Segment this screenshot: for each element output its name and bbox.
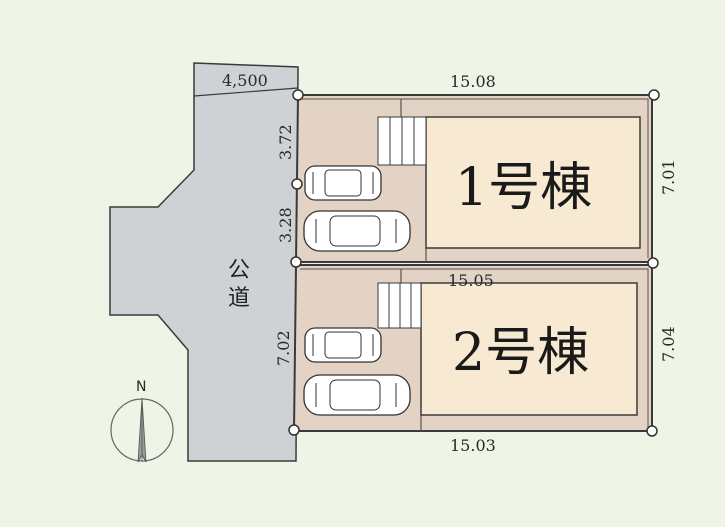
- lot-2-inner-line: [300, 268, 649, 427]
- dimension-middle: 15.05: [448, 271, 494, 290]
- car-small-lot-1: [304, 165, 382, 201]
- dimension-bottom: 15.03: [450, 436, 496, 455]
- survey-points: [288, 89, 660, 437]
- building-2: [420, 282, 638, 416]
- dimension-lot1-right: 7.01: [659, 159, 678, 195]
- lot-1-inner-line: [302, 98, 649, 258]
- road-label-line1: 公: [228, 258, 250, 283]
- building-2-label: 2号棟: [452, 323, 589, 383]
- dimension-lot1-left-upper: 3.72: [276, 124, 295, 160]
- building-1-label: 1号棟: [455, 158, 592, 218]
- dimension-lot2-left: 7.02: [274, 330, 293, 366]
- compass: N: [110, 379, 174, 463]
- car-large-lot-1: [303, 210, 411, 252]
- entrance-steps-1: [377, 116, 427, 166]
- car-large-lot-2: [303, 374, 411, 416]
- road-label-line2: 道: [228, 286, 250, 311]
- building-1: [425, 116, 641, 249]
- car-small-lot-2: [304, 327, 382, 363]
- entrance-steps-2: [377, 282, 422, 329]
- public-road: [109, 62, 299, 462]
- dimension-lot2-right: 7.04: [659, 326, 678, 362]
- road-width-label: 4,500: [222, 71, 268, 90]
- compass-label: N: [136, 379, 146, 395]
- dimension-top: 15.08: [450, 72, 496, 91]
- road-width-dimension-line: [193, 87, 299, 97]
- dimension-lot1-left-lower: 3.28: [276, 207, 295, 243]
